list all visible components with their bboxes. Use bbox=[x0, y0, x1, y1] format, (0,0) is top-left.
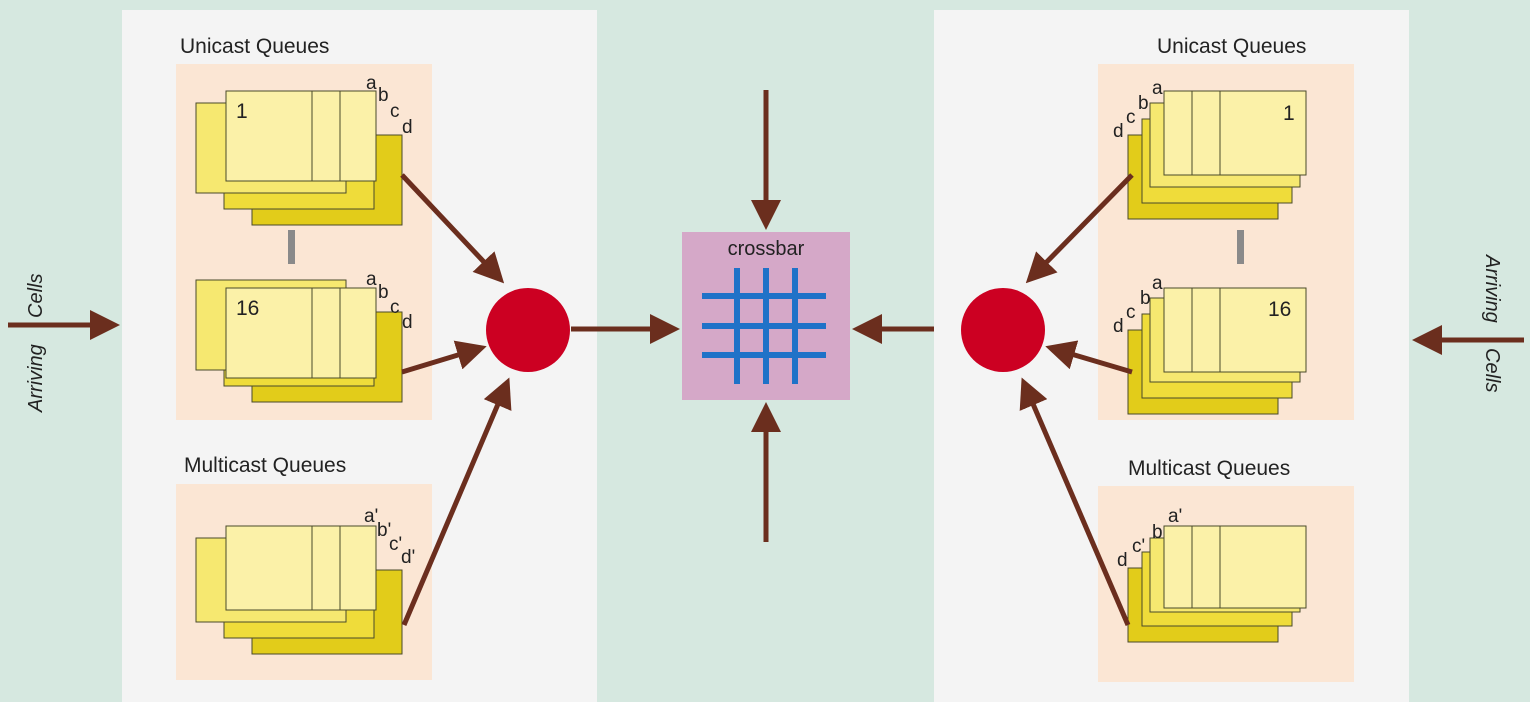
left-arriving-label-arriving: Arriving bbox=[25, 344, 47, 413]
arrow-right-multicast-to-scheduler bbox=[1019, 377, 1131, 626]
queue-layer-front bbox=[225, 525, 377, 611]
crossbar: crossbar bbox=[571, 90, 960, 542]
queue-number: 1 bbox=[1283, 102, 1295, 125]
queue-letter-b: b bbox=[1152, 522, 1163, 543]
arrow-multicast-to-scheduler bbox=[401, 377, 512, 626]
arrow-queue16-to-scheduler bbox=[401, 340, 487, 375]
queue-letter-a: a bbox=[1152, 273, 1163, 294]
queue-number: 16 bbox=[236, 297, 259, 320]
arrow-right-queue16-to-scheduler bbox=[1045, 340, 1133, 375]
queue-layer-front bbox=[1163, 90, 1307, 176]
right-arriving-label-cells: Cells bbox=[1481, 348, 1503, 392]
queue-letter-b: b bbox=[1140, 288, 1151, 309]
right-multicast-queue: a' b c' d bbox=[1117, 506, 1307, 643]
queue-letter-a: a bbox=[366, 73, 377, 94]
queue-letter-a: a bbox=[366, 269, 377, 290]
queue-layer-front bbox=[1163, 287, 1307, 373]
left-arriving-cells: Arriving Cells bbox=[8, 274, 120, 413]
arrow-right-queue1-to-scheduler bbox=[1025, 173, 1134, 284]
left-unicast-title: Unicast Queues bbox=[180, 35, 329, 58]
right-unicast-queue-16: 16 a b c d bbox=[1113, 273, 1307, 415]
right-arriving-cells: Arriving Cells bbox=[1412, 254, 1524, 392]
queue-letter-b: b bbox=[1138, 93, 1149, 114]
arrow-queue1-to-scheduler bbox=[400, 173, 505, 284]
left-scheduler-node bbox=[486, 288, 570, 372]
right-input-panel: Unicast Queues 1 a b c d bbox=[934, 10, 1409, 702]
queue-letter-c: c bbox=[1126, 107, 1136, 128]
crossbar-label: crossbar bbox=[728, 238, 805, 260]
queue-letter-d: d bbox=[1113, 121, 1124, 142]
queue-letter-c: c bbox=[390, 101, 400, 122]
queue-letter-b: b bbox=[378, 282, 389, 303]
queue-letter-a: a bbox=[1152, 78, 1163, 99]
queue-letter-c-prime: c' bbox=[389, 534, 402, 555]
queue-letter-a-prime: a' bbox=[1168, 506, 1182, 527]
right-unicast-queue-1: 1 a b c d bbox=[1113, 78, 1307, 220]
queue-letter-b-prime: b' bbox=[377, 520, 391, 541]
right-multicast-title: Multicast Queues bbox=[1128, 457, 1290, 480]
queue-layer-front bbox=[1163, 525, 1307, 609]
queue-letter-b: b bbox=[378, 85, 389, 106]
queue-number: 1 bbox=[236, 100, 248, 123]
queue-letter-c: c bbox=[390, 297, 400, 318]
left-input-panel: Unicast Queues 1 a b c d bbox=[122, 10, 597, 702]
left-unicast-queue-1: 1 a b c d bbox=[195, 73, 413, 226]
queue-number: 16 bbox=[1268, 298, 1291, 321]
right-arriving-label-arriving: Arriving bbox=[1481, 254, 1503, 323]
queue-letter-d: d bbox=[1113, 316, 1124, 337]
right-scheduler-node bbox=[961, 288, 1045, 372]
queue-letter-a-prime: a' bbox=[364, 506, 378, 527]
right-unicast-title: Unicast Queues bbox=[1157, 35, 1306, 58]
queue-layer-front bbox=[225, 287, 377, 379]
left-ellipsis-separator bbox=[288, 230, 295, 264]
queue-letter-d: d bbox=[402, 312, 413, 333]
queue-layer-front bbox=[225, 90, 377, 182]
left-multicast-title: Multicast Queues bbox=[184, 454, 346, 477]
right-ellipsis-separator bbox=[1237, 230, 1244, 264]
queue-letter-d: d bbox=[1117, 550, 1128, 571]
queue-letter-d: d bbox=[402, 117, 413, 138]
left-multicast-queue: a' b' c' d' bbox=[195, 506, 415, 655]
queue-letter-c: c bbox=[1126, 302, 1136, 323]
queue-letter-c-prime: c' bbox=[1132, 536, 1145, 557]
left-unicast-queue-16: 16 a b c d bbox=[195, 269, 413, 403]
left-arriving-label-cells: Cells bbox=[25, 274, 47, 318]
crossbar-grid bbox=[702, 268, 826, 384]
queue-letter-d-prime: d' bbox=[401, 547, 415, 568]
